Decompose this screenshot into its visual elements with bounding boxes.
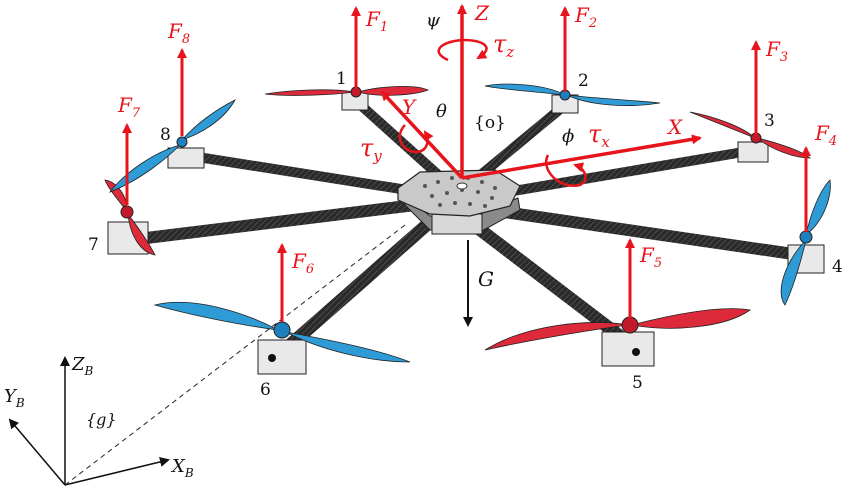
arm-8: [180, 150, 425, 197]
force-label-2: F2: [574, 3, 597, 31]
ground-y-label: YB: [4, 386, 25, 410]
body-y-axis: [380, 90, 464, 180]
force-label-6: F6: [291, 249, 314, 277]
arm-5: [463, 215, 632, 347]
ground-axes: [8, 356, 170, 486]
motor-number-3: 3: [764, 111, 775, 131]
center-hub: [397, 169, 521, 235]
psi-arc: [437, 38, 488, 62]
tau-x-label: τx: [588, 120, 610, 151]
body-y-label: Y: [402, 95, 417, 119]
arm-4: [484, 204, 806, 261]
arm-7: [124, 199, 421, 246]
body-z-label: Z: [474, 1, 490, 25]
motor-number-8: 8: [160, 125, 171, 145]
motor-7: [104, 179, 156, 256]
ground-frame-label: {g}: [86, 410, 117, 429]
ground-y-axis: [8, 418, 66, 486]
tau-z-label: τz: [493, 30, 514, 61]
force-label-4: F4: [814, 121, 837, 149]
motor-number-2: 2: [578, 71, 589, 91]
tau-y-label: τy: [360, 134, 382, 165]
ground-x-label: XB: [170, 456, 194, 480]
force-label-7: F7: [117, 93, 141, 121]
arm-6: [283, 215, 437, 352]
ground-z-label: ZB: [71, 354, 94, 378]
rotation-arcs: [398, 38, 587, 188]
arm-3: [485, 145, 760, 200]
psi-label: ψ: [426, 10, 441, 31]
theta-arc: [398, 124, 434, 154]
body-axes: [380, 4, 702, 180]
motor-5: [484, 308, 752, 367]
phi-arc: [545, 154, 587, 188]
motor-3: [689, 111, 812, 163]
force-arrows: [122, 6, 811, 322]
motor-number-4: 4: [832, 257, 843, 277]
body-x-label: X: [666, 115, 683, 139]
body-x-axis: [461, 134, 702, 180]
phi-label: ϕ: [562, 126, 574, 147]
motor-4: [780, 179, 831, 306]
force-label-5: F5: [639, 243, 662, 271]
motor-2: [484, 83, 661, 114]
force-label-8: F8: [167, 19, 190, 47]
motor-number-5: 5: [632, 373, 643, 393]
motor-6: [153, 301, 411, 375]
motor-1: [264, 85, 430, 111]
force-label-3: F3: [765, 37, 788, 65]
gravity-label: G: [478, 267, 494, 291]
motor-number-1: 1: [336, 69, 347, 89]
ground-x-axis: [64, 457, 170, 486]
body-frame-label: {o}: [474, 113, 506, 133]
motor-number-6: 6: [260, 380, 271, 400]
theta-label: θ: [436, 101, 447, 122]
motor-number-7: 7: [88, 235, 99, 255]
force-label-1: F1: [365, 7, 388, 35]
